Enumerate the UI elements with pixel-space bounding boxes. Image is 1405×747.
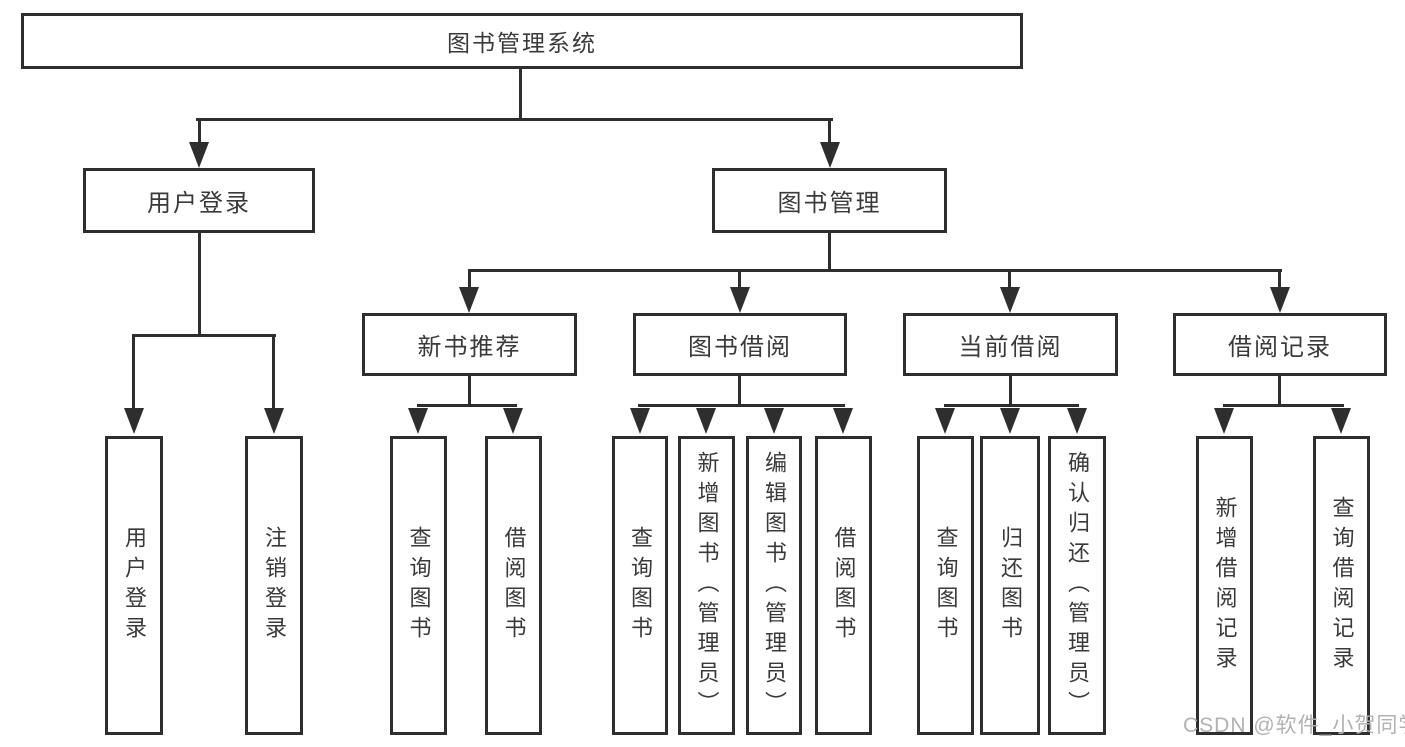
- leaf-bb-add-books-admin: 新增图书（管理员）: [678, 436, 735, 735]
- connector-bm-drop-4: [1278, 272, 1281, 289]
- arrowhead-bb-leaf-4: [833, 408, 853, 434]
- arrowhead-cb-leaf-2: [1000, 408, 1020, 434]
- arrowhead-current-borrow: [1000, 287, 1020, 313]
- leaf-bb-query-books: 查询图书: [612, 436, 668, 735]
- node-user-login: 用户登录: [83, 168, 315, 233]
- connector-bm-drop-1: [468, 272, 471, 289]
- connector-br-stem: [1278, 376, 1281, 407]
- connector-bb-rail: [638, 404, 845, 407]
- arrowhead-cb-leaf-3: [1067, 408, 1087, 434]
- leaf-cb-return-books-label: 归还图书: [998, 525, 1023, 646]
- leaf-logout: 注销登录: [245, 436, 303, 735]
- leaf-bb-borrow-books-label: 借阅图书: [831, 525, 857, 646]
- connector-nbr-stem: [468, 376, 471, 407]
- arrowhead-user-login: [189, 142, 209, 168]
- node-current-borrow-label: 当前借阅: [958, 334, 1063, 361]
- leaf-cb-query-books-label: 查询图书: [933, 525, 959, 646]
- node-new-book-recommend-label: 新书推荐: [417, 334, 522, 361]
- leaf-bb-query-books-label: 查询图书: [628, 525, 653, 646]
- arrowhead-new-book-recommend: [459, 287, 479, 313]
- leaf-nbr-borrow-books: 借阅图书: [485, 436, 542, 735]
- leaf-bb-add-books-admin-label: 新增图书（管理员）: [694, 450, 720, 721]
- arrowhead-book-borrow: [730, 287, 750, 313]
- node-current-borrow: 当前借阅: [903, 313, 1118, 376]
- node-new-book-recommend: 新书推荐: [362, 313, 577, 376]
- connector-root-drop-right: [828, 120, 831, 146]
- connector-cb-rail: [944, 404, 1079, 407]
- leaf-nbr-borrow-books-label: 借阅图书: [501, 525, 527, 646]
- connector-root-rail: [196, 118, 833, 121]
- connector-book-management-rail: [468, 269, 1282, 272]
- node-book-management: 图书管理: [712, 168, 947, 233]
- arrowhead-borrow-records: [1270, 287, 1290, 313]
- node-root-label: 图书管理系统: [447, 30, 597, 56]
- arrowhead-nbr-leaf-2: [503, 408, 523, 434]
- watermark: CSDN @软件_小贺同学: [1183, 714, 1405, 737]
- connector-user-login-rail: [132, 334, 276, 337]
- connector-root-drop-left: [198, 120, 201, 146]
- connector-br-rail: [1223, 404, 1344, 407]
- leaf-logout-label: 注销登录: [262, 525, 287, 646]
- leaf-user-login: 用户登录: [105, 436, 163, 735]
- node-book-borrow-label: 图书借阅: [688, 334, 792, 361]
- arrowhead-cb-leaf-1: [935, 408, 955, 434]
- arrowhead-br-leaf-1: [1214, 408, 1234, 434]
- connector-bm-drop-2: [738, 272, 741, 289]
- connector-nbr-rail: [417, 404, 517, 407]
- leaf-bb-edit-books-admin: 编辑图书（管理员）: [746, 436, 802, 735]
- connector-book-management-stem: [828, 233, 831, 272]
- leaf-cb-confirm-return-admin: 确认归还（管理员）: [1048, 436, 1106, 735]
- leaf-br-add-record: 新增借阅记录: [1196, 436, 1253, 735]
- leaf-nbr-query-books: 查询图书: [390, 436, 447, 735]
- connector-bb-stem: [738, 376, 741, 407]
- node-root: 图书管理系统: [21, 13, 1023, 69]
- leaf-bb-borrow-books: 借阅图书: [815, 436, 872, 735]
- leaf-bb-edit-books-admin-label: 编辑图书（管理员）: [762, 450, 787, 721]
- connector-user-login-drop-2: [272, 336, 275, 410]
- arrowhead-book-management: [820, 142, 840, 168]
- arrowhead-leaf-login: [124, 408, 144, 434]
- node-book-borrow: 图书借阅: [633, 313, 847, 376]
- node-borrow-records-label: 借阅记录: [1228, 334, 1332, 361]
- connector-bm-drop-3: [1008, 272, 1011, 289]
- connector-user-login-drop-1: [132, 336, 135, 410]
- arrowhead-bb-leaf-1: [630, 408, 650, 434]
- arrowhead-nbr-leaf-1: [408, 408, 428, 434]
- leaf-cb-query-books: 查询图书: [917, 436, 974, 735]
- arrowhead-leaf-logout: [264, 408, 284, 434]
- leaf-br-add-record-label: 新增借阅记录: [1212, 495, 1238, 676]
- node-borrow-records: 借阅记录: [1173, 313, 1387, 376]
- leaf-cb-return-books: 归还图书: [980, 436, 1040, 735]
- leaf-br-query-record: 查询借阅记录: [1313, 436, 1370, 735]
- connector-root-stem: [519, 69, 522, 120]
- arrowhead-bb-leaf-3: [764, 408, 784, 434]
- leaf-nbr-query-books-label: 查询图书: [406, 525, 432, 646]
- arrowhead-br-leaf-2: [1331, 408, 1351, 434]
- leaf-cb-confirm-return-admin-label: 确认归还（管理员）: [1065, 450, 1090, 721]
- connector-cb-stem: [1009, 376, 1012, 407]
- node-book-management-label: 图书管理: [777, 190, 882, 217]
- node-user-login-label: 用户登录: [147, 190, 251, 217]
- leaf-user-login-label: 用户登录: [122, 525, 147, 646]
- arrowhead-bb-leaf-2: [696, 408, 716, 434]
- connector-user-login-stem: [198, 233, 201, 337]
- leaf-br-query-record-label: 查询借阅记录: [1329, 495, 1355, 676]
